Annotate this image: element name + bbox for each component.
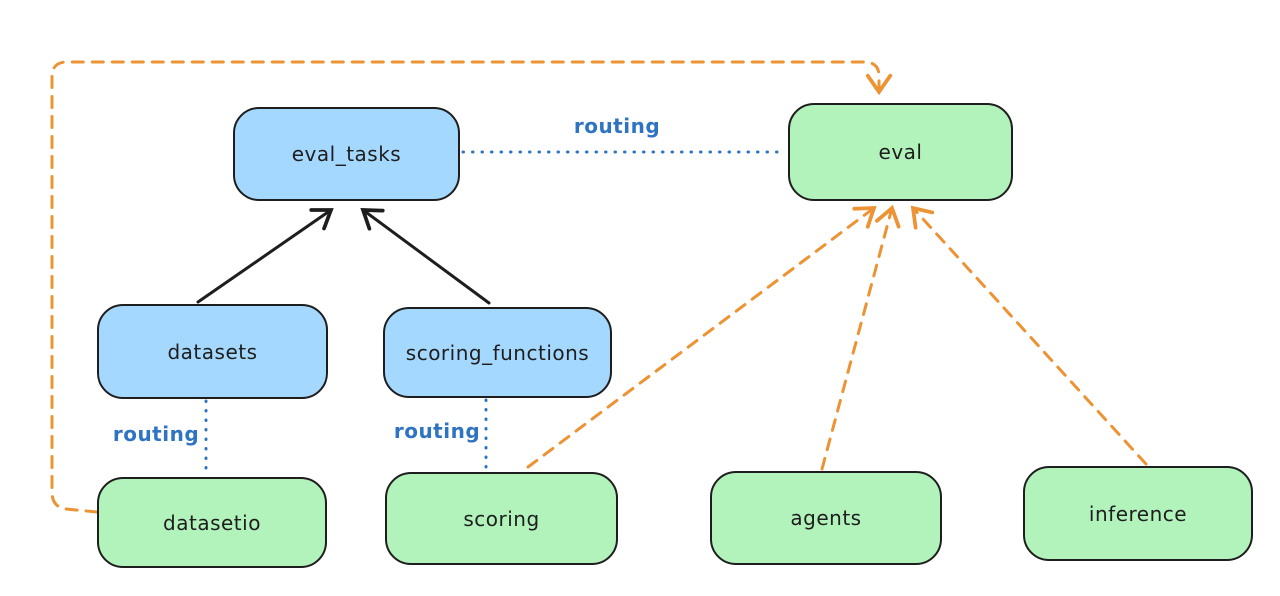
- node-datasets: datasets: [97, 304, 328, 399]
- node-scoring: scoring: [385, 472, 618, 565]
- node-datasetio: datasetio: [97, 477, 327, 568]
- node-datasetio-label: datasetio: [163, 510, 261, 535]
- node-eval_tasks-label: eval_tasks: [291, 142, 402, 166]
- routing-label-eval_tasks-eval: routing: [573, 114, 661, 138]
- node-inference-label: inference: [1088, 501, 1188, 526]
- edge-datasets-to-eval_tasks: [196, 208, 334, 304]
- node-eval: eval: [788, 103, 1013, 201]
- node-scoring_functions: scoring_functions: [383, 307, 612, 398]
- node-eval_tasks: eval_tasks: [233, 107, 460, 201]
- node-agents-label: agents: [790, 506, 862, 530]
- node-datasets-label: datasets: [167, 339, 258, 364]
- edge-inference-to-eval: [910, 205, 1148, 466]
- edge-datasetio-to-eval: [50, 60, 893, 514]
- edge-scoring-to-eval: [526, 206, 877, 469]
- edge-scoring_functions-to-eval_tasks: [360, 208, 491, 305]
- routing-label-scoring_functions-scoring: routing: [393, 419, 481, 443]
- routing-label-datasets-datasetio: routing: [112, 422, 200, 446]
- node-scoring-label: scoring: [463, 506, 540, 531]
- node-scoring_functions-label: scoring_functions: [405, 340, 590, 365]
- node-agents: agents: [710, 471, 942, 565]
- node-inference: inference: [1023, 466, 1253, 561]
- node-eval-label: eval: [878, 140, 923, 164]
- edge-agents-to-eval: [820, 204, 901, 471]
